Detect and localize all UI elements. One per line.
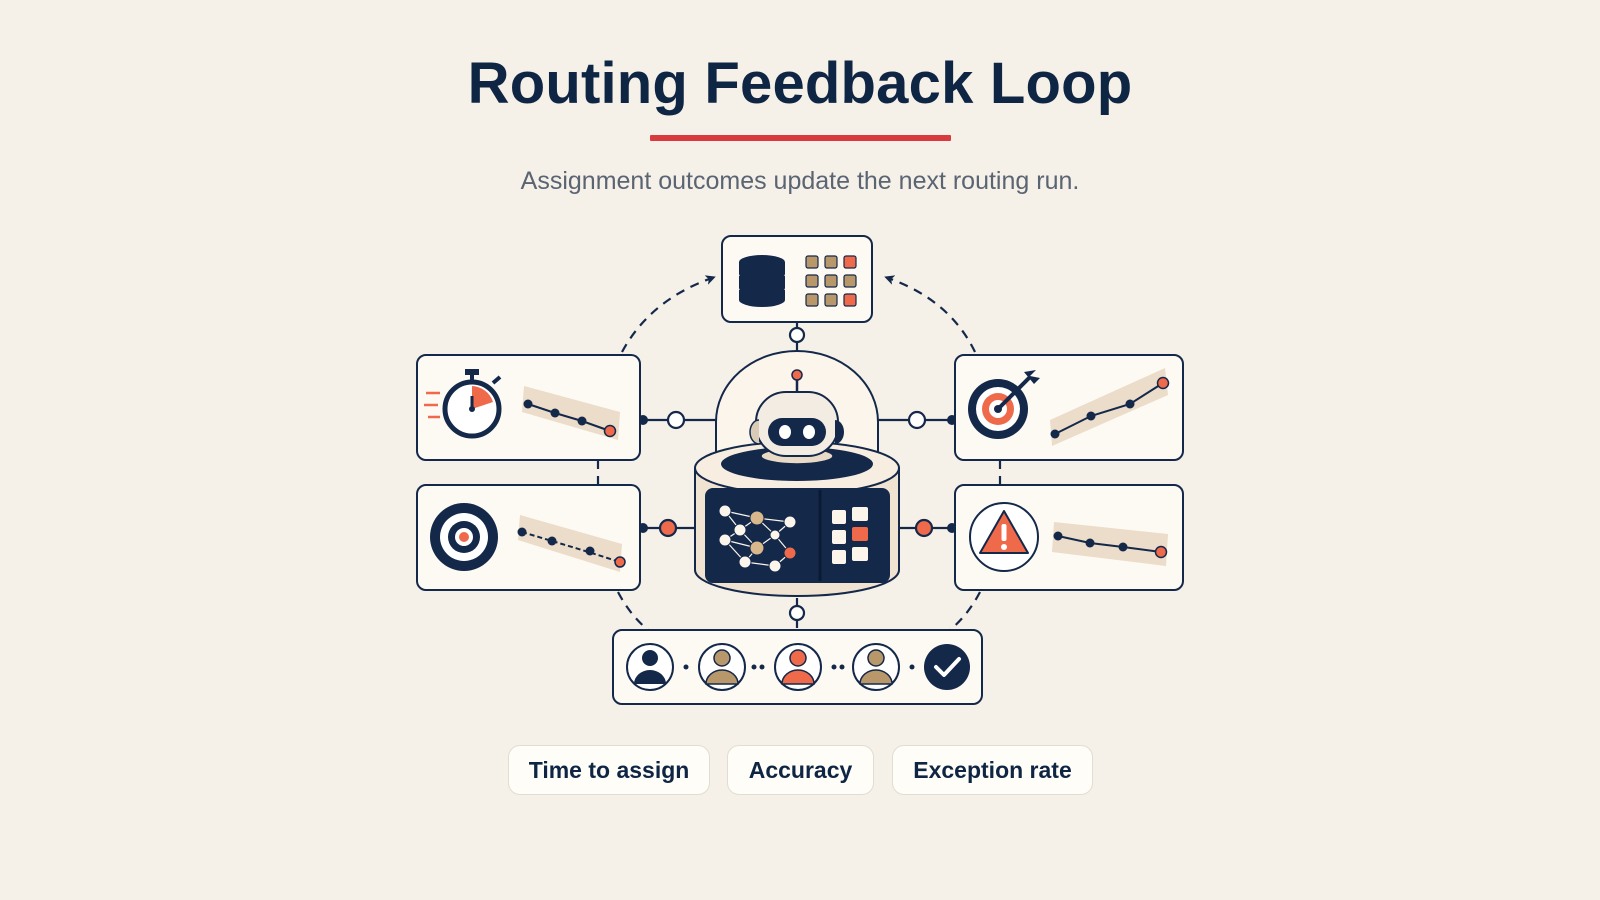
loop-arcs [596, 275, 1002, 631]
metric-accuracy[interactable]: Accuracy [727, 745, 874, 795]
trend-line-down [523, 399, 617, 438]
robot-icon [749, 369, 844, 457]
status-grid [832, 507, 868, 564]
connector-node [666, 410, 686, 430]
page-subtitle: Assignment outcomes update the next rout… [520, 167, 1080, 195]
accuracy-panel-left [416, 484, 641, 591]
data-store-panel [721, 235, 873, 323]
warning-icon [969, 502, 1039, 572]
check-icon [924, 644, 970, 690]
exception-panel [954, 484, 1184, 591]
assignment-strip [612, 629, 983, 705]
trend-line-down [1053, 531, 1168, 559]
connector-node [788, 326, 806, 344]
connector-node-accent [914, 518, 934, 538]
connector-node [788, 604, 806, 622]
accuracy-panel-right [954, 354, 1184, 461]
stopwatch-icon [424, 369, 502, 439]
database-icon [737, 253, 787, 309]
person-icon [852, 643, 900, 691]
network-icon [718, 504, 797, 573]
robot-engine [694, 350, 900, 597]
metric-exception-rate[interactable]: Exception rate [892, 745, 1093, 795]
metric-time-to-assign[interactable]: Time to assign [508, 745, 710, 795]
connector-node [907, 410, 927, 430]
target-icon [430, 503, 498, 571]
connector-node-accent [658, 518, 678, 538]
time-panel [416, 354, 641, 461]
person-icon [698, 643, 746, 691]
trend-band [1052, 522, 1168, 566]
title-underline [650, 135, 951, 141]
trend-band [518, 515, 622, 572]
page-title: Routing Feedback Loop [467, 51, 1133, 116]
trend-band [1050, 368, 1168, 446]
person-icon [774, 643, 822, 691]
connectors [640, 322, 955, 628]
trend-line-down [517, 527, 626, 568]
bullseye-arrow-icon [968, 370, 1040, 439]
grid-icon [805, 255, 857, 307]
person-icon [626, 643, 674, 691]
trend-line-up [1050, 376, 1170, 439]
